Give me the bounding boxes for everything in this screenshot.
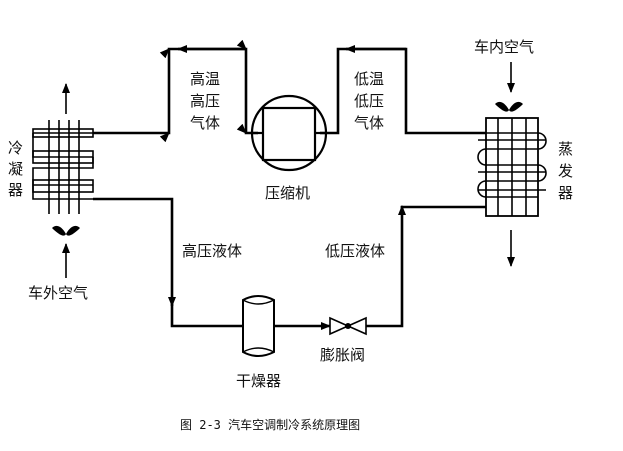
hp-gas-label-3: 气体 [190,114,220,132]
dryer [242,295,275,357]
evaporator [477,117,547,217]
outside-air-label: 车外空气 [28,284,88,302]
hp-gas-label-1: 高温 [190,70,220,88]
lp-gas-label-2: 低压 [354,92,384,110]
expansion-valve-label: 膨胀阀 [320,346,365,364]
pipe-lp-gas [320,47,486,135]
expansion-valve [329,316,367,336]
figure-caption: 图 2-3 汽车空调制冷系统原理图 [180,417,360,432]
evaporator-label: 蒸 发 器 [558,140,573,202]
evaporator-label-1: 蒸 [558,140,573,158]
pipe-to-dryer [170,304,243,328]
compressor-label: 压缩机 [265,184,310,202]
condenser-label-2: 凝 [8,160,23,178]
condenser [32,120,94,214]
evaporator-label-2: 发 [558,162,573,180]
pipe-valve-out [366,205,406,328]
compressor [250,94,328,172]
evaporator-fan-icon [495,101,523,112]
dryer-label: 干燥器 [236,372,281,390]
lp-gas-label-1: 低温 [354,70,384,88]
inside-air-label: 车内空气 [474,38,534,56]
evaporator-label-3: 器 [558,184,573,202]
lp-liquid-label: 低压液体 [325,242,385,260]
condenser-label-1: 冷 [8,139,23,157]
hp-gas-label-2: 高压 [190,92,220,110]
lp-gas-label-3: 气体 [354,114,384,132]
condenser-fan-icon [52,225,80,236]
pipe-hp-liquid [93,197,176,307]
pipe-hp-gas [93,39,258,143]
hp-liquid-label: 高压液体 [182,242,242,260]
condenser-label: 冷 凝 器 [8,139,23,199]
hp-gas-label: 高温 高压 气体 [190,70,220,132]
pipe-lp-liquid-to-evap [400,205,486,212]
lp-gas-label: 低温 低压 气体 [354,70,384,132]
condenser-label-3: 器 [8,181,23,199]
